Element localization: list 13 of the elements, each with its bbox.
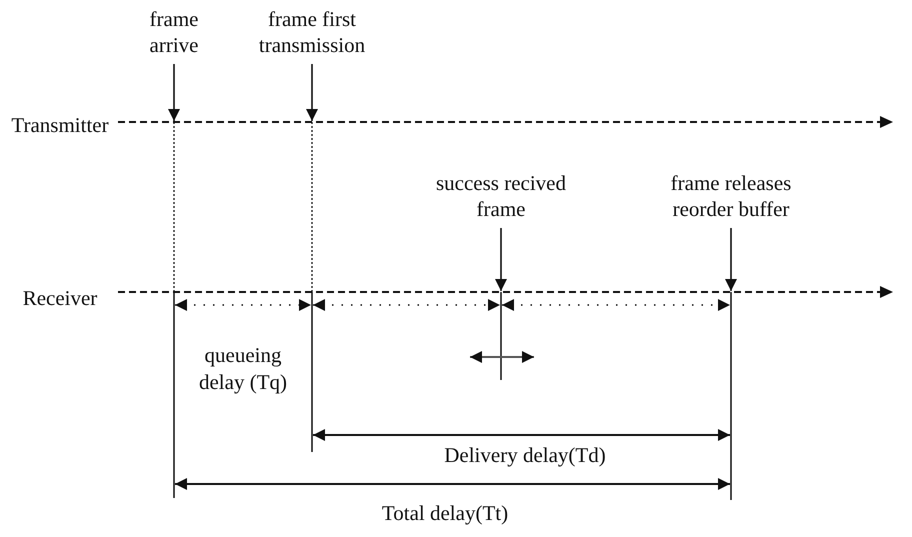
delay-label: Delivery delay(Td) <box>444 443 606 467</box>
arrow <box>306 64 318 121</box>
delay-label: Total delay(Tt) <box>382 501 508 525</box>
arrow <box>168 64 180 121</box>
event-label: frame arrive <box>148 6 200 58</box>
delay-label: queueing delay (Tq) <box>198 343 288 394</box>
event-label: frame first transmission <box>258 6 366 58</box>
event-label: success recived frame <box>434 170 568 222</box>
arrow <box>725 228 737 291</box>
event-label: frame releases reorder buffer <box>670 170 792 222</box>
timeline-label: Receiver <box>22 286 98 310</box>
timeline-label: Transmitter <box>11 113 109 137</box>
arrow <box>495 228 507 291</box>
